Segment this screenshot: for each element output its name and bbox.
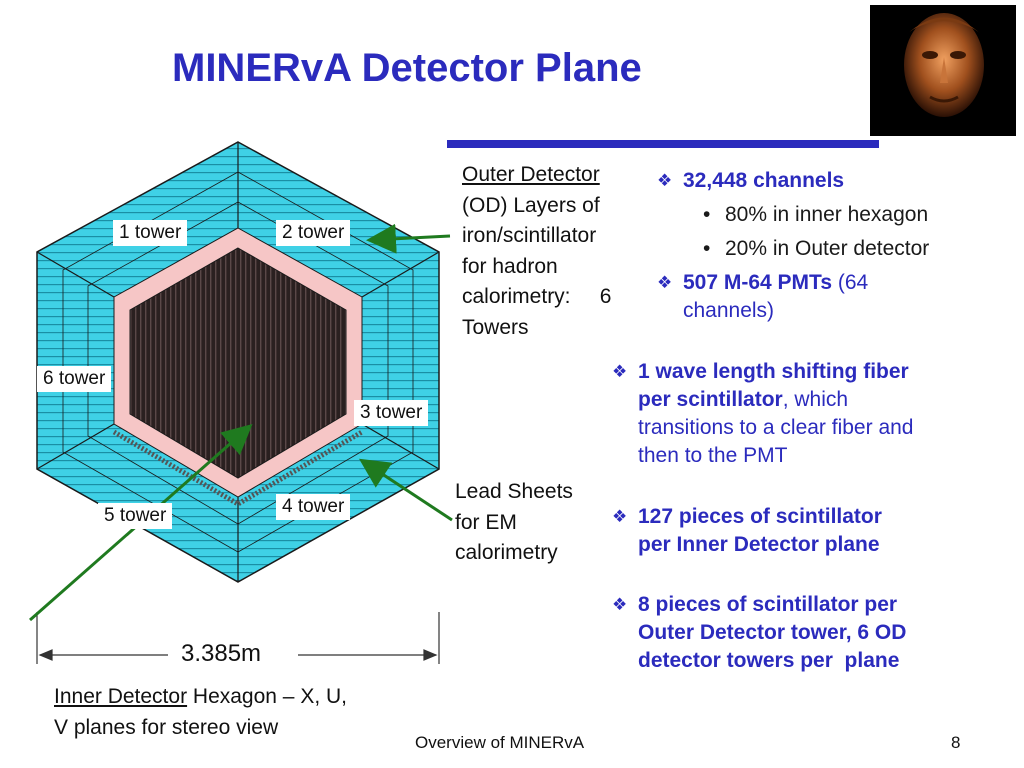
dimension-line [36, 612, 440, 664]
tower-label-3: 3 tower [354, 400, 429, 426]
tower-label-4: 4 tower [276, 494, 351, 520]
lead-sheets-note: Lead Sheets for EM calorimetry [455, 477, 573, 569]
diamond-bullet-icon: ❖ [657, 171, 673, 190]
bullet-channels: ❖ 32,448 channels [657, 167, 844, 195]
slide-title: MINERvA Detector Plane [172, 46, 642, 90]
outer-detector-line: Towers [462, 315, 529, 339]
tower-label-6: 6 tower [37, 366, 112, 392]
outer-detector-line: iron/scintillator [462, 224, 597, 247]
outer-detector-note: Outer Detector (OD) Layers of iron/scint… [462, 160, 662, 343]
diamond-bullet-icon: ❖ [612, 507, 628, 526]
inner-detector-line2: V planes for stereo view [54, 715, 279, 739]
lead-sheets-line: Lead Sheets [455, 480, 573, 503]
tower-label-2: 2 tower [276, 220, 351, 246]
inner-detector-rest: Hexagon – X, U, [187, 685, 347, 708]
sub-bullet-outer: •20% in Outer detector [703, 237, 930, 260]
lead-sheets-line: calorimetry [455, 541, 558, 564]
diamond-bullet-icon: ❖ [657, 273, 673, 292]
outer-detector-line: for hadron [462, 254, 558, 278]
lead-sheets-line: for EM [455, 510, 517, 534]
outer-detector-heading: Outer Detector [462, 163, 600, 186]
title-underline [447, 140, 879, 148]
inner-detector-hexagon [129, 247, 347, 479]
tower-label-1: 1 tower [113, 220, 188, 246]
inner-detector-note: Inner Detector Hexagon – X, U, V planes … [54, 682, 347, 743]
portrait-image [870, 5, 1016, 136]
detector-diagram [29, 141, 453, 664]
page-number: 8 [951, 733, 961, 752]
diamond-bullet-icon: ❖ [612, 595, 628, 614]
diamond-bullet-icon: ❖ [612, 362, 628, 381]
tower-label-5: 5 tower [98, 503, 173, 529]
outer-detector-line: (OD) Layers of [462, 193, 600, 217]
footer-text: Overview of MINERvA [415, 733, 585, 752]
inner-detector-heading: Inner Detector [54, 685, 188, 708]
sub-bullet-inner: •80% in inner hexagon [703, 203, 929, 226]
bullet-fiber: ❖ 1 wave length shifting fiber per scint… [612, 360, 914, 467]
dimension-label: 3.385m [181, 640, 262, 667]
outer-detector-line: calorimetry: 6 [462, 285, 612, 308]
tower-dividers [36, 142, 440, 582]
